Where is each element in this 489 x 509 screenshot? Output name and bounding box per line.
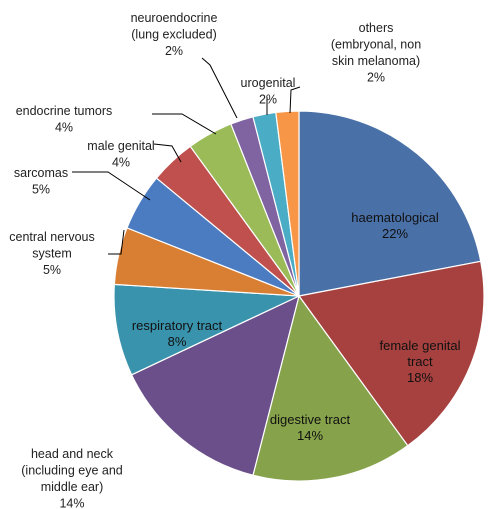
leader-line-6 xyxy=(72,171,151,201)
slice-label-line: middle ear) xyxy=(41,480,104,494)
slice-label-line: urogenital xyxy=(241,76,296,90)
slice-label-line: digestive tract xyxy=(270,412,351,427)
leader-line-9 xyxy=(201,57,238,119)
slice-label-line: respiratory tract xyxy=(132,318,223,333)
pie-slice-1 xyxy=(297,260,485,447)
slice-label-8: endocrine tumors 4% xyxy=(16,104,113,135)
slice-label-line: male genital xyxy=(87,139,154,153)
pie-slice-0 xyxy=(298,110,482,297)
pie-slice-11 xyxy=(275,110,300,297)
slice-label-line: (lung excluded) xyxy=(131,28,216,42)
slice-label-line: 14% xyxy=(297,428,323,443)
pie-slices xyxy=(113,110,485,482)
leader-lines xyxy=(72,57,301,255)
slice-label-line: 2% xyxy=(259,93,277,107)
slice-label-line: head and neck xyxy=(31,447,114,461)
slice-label-3: head and neck (including eye and middle ea… xyxy=(21,447,123,509)
leader-line-7 xyxy=(153,143,182,163)
slice-label-line: others xyxy=(359,21,394,35)
slice-label-line: neuroendocrine xyxy=(131,11,218,25)
slice-label-line: 2% xyxy=(165,44,183,58)
leader-line-11 xyxy=(289,86,301,114)
pie-slice-2 xyxy=(252,294,409,482)
slice-label-line: 22% xyxy=(382,226,408,241)
slice-label-line: 4% xyxy=(55,121,73,135)
slice-label-9: neuroendocrine (lung excluded) 2% xyxy=(131,11,218,58)
slice-label-5: central nervous system 5% xyxy=(9,230,94,277)
slice-label-line: 5% xyxy=(32,183,50,197)
slice-label-7: male genital 4% xyxy=(87,139,154,170)
slice-label-11: others (embryonal, non skin melanoma) 2% xyxy=(331,21,421,85)
slice-label-line: 4% xyxy=(112,156,130,170)
slice-label-line: system xyxy=(32,247,72,261)
slice-label-line: central nervous xyxy=(9,230,94,244)
slice-label-line: sarcomas xyxy=(14,166,68,180)
pie-slice-3 xyxy=(130,294,300,476)
slice-label-line: haematological xyxy=(351,210,439,225)
slice-label-line: female genital xyxy=(380,338,461,353)
leader-line-5 xyxy=(108,229,125,255)
slice-label-line: 8% xyxy=(168,334,187,349)
slice-label-line: tract xyxy=(407,354,433,369)
slice-label-6: sarcomas 5% xyxy=(14,166,68,197)
slice-label-line: (including eye and xyxy=(21,464,123,478)
pie-slice-4 xyxy=(113,283,300,376)
slice-label-line: (embryonal, non xyxy=(331,38,421,52)
slice-label-line: 14% xyxy=(59,497,84,509)
slice-label-line: 2% xyxy=(367,71,385,85)
slice-label-line: 18% xyxy=(407,370,433,385)
leader-line-8 xyxy=(152,113,217,135)
slice-label-line: skin melanoma) xyxy=(332,54,420,68)
slice-label-line: endocrine tumors xyxy=(16,104,113,118)
slice-label-line: 5% xyxy=(43,263,61,277)
slice-label-10: urogenital 2% xyxy=(241,76,296,107)
